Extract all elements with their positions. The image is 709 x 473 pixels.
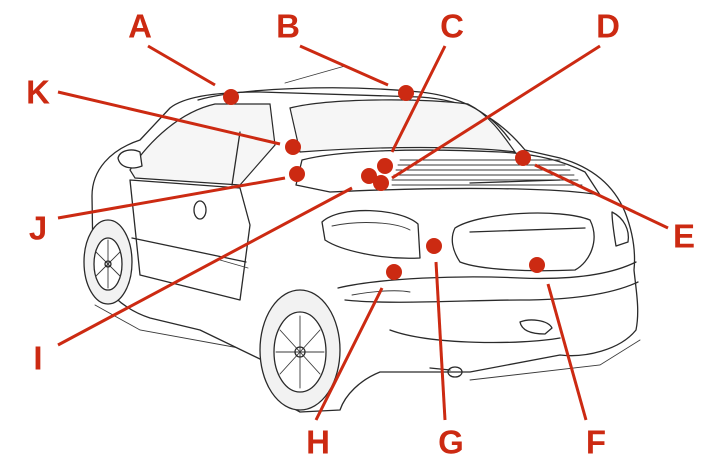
callout-g: G bbox=[426, 238, 464, 461]
callout-b-label: B bbox=[276, 8, 300, 45]
callout-g-label: G bbox=[438, 424, 464, 461]
callout-e-label: E bbox=[673, 218, 695, 255]
callout-f-marker-dot bbox=[529, 257, 545, 273]
callout-h-label: H bbox=[306, 424, 330, 461]
callout-g-marker-dot bbox=[426, 238, 442, 254]
callout-b-leader-line bbox=[299, 44, 389, 87]
rear-wheel bbox=[259, 289, 341, 411]
callout-b: B bbox=[276, 8, 414, 101]
callout-e-leader-line bbox=[534, 163, 669, 230]
callout-c-label: C bbox=[440, 8, 464, 45]
callout-i-label: I bbox=[33, 340, 42, 377]
callout-e: E bbox=[515, 150, 695, 255]
callout-a-leader-line bbox=[147, 44, 216, 87]
callout-e-marker-dot bbox=[515, 150, 531, 166]
callout-i-marker-dot bbox=[361, 168, 377, 184]
callout-d: D bbox=[373, 8, 620, 191]
callout-j: J bbox=[29, 166, 305, 247]
callout-k-marker-dot bbox=[285, 139, 301, 155]
callout-k: K bbox=[26, 74, 301, 155]
callout-layer: A B C D E F G H I J K bbox=[26, 8, 695, 461]
callout-c: C bbox=[377, 8, 464, 174]
front-wheel bbox=[83, 219, 133, 305]
callout-j-label: J bbox=[29, 210, 47, 247]
callout-d-leader-line bbox=[391, 44, 601, 180]
callout-k-label: K bbox=[26, 74, 50, 111]
callout-f-leader-line bbox=[546, 283, 588, 421]
callout-g-leader-line bbox=[434, 261, 447, 421]
callout-i: I bbox=[33, 168, 377, 377]
callout-d-marker-dot bbox=[373, 175, 389, 191]
callout-c-leader-line bbox=[390, 45, 447, 153]
callout-c-marker-dot bbox=[377, 158, 393, 174]
callout-h: H bbox=[306, 264, 402, 461]
callout-d-label: D bbox=[596, 8, 620, 45]
callout-f-label: F bbox=[586, 424, 606, 461]
callout-i-leader-line bbox=[57, 186, 353, 347]
callout-b-marker-dot bbox=[398, 85, 414, 101]
callout-k-leader-line bbox=[57, 90, 281, 146]
callout-h-leader-line bbox=[314, 287, 384, 421]
callout-j-leader-line bbox=[57, 176, 286, 220]
callout-a: A bbox=[128, 8, 239, 105]
callout-f: F bbox=[529, 257, 606, 461]
callout-h-marker-dot bbox=[386, 264, 402, 280]
callout-j-marker-dot bbox=[289, 166, 305, 182]
callout-a-marker-dot bbox=[223, 89, 239, 105]
callout-a-label: A bbox=[128, 8, 152, 45]
